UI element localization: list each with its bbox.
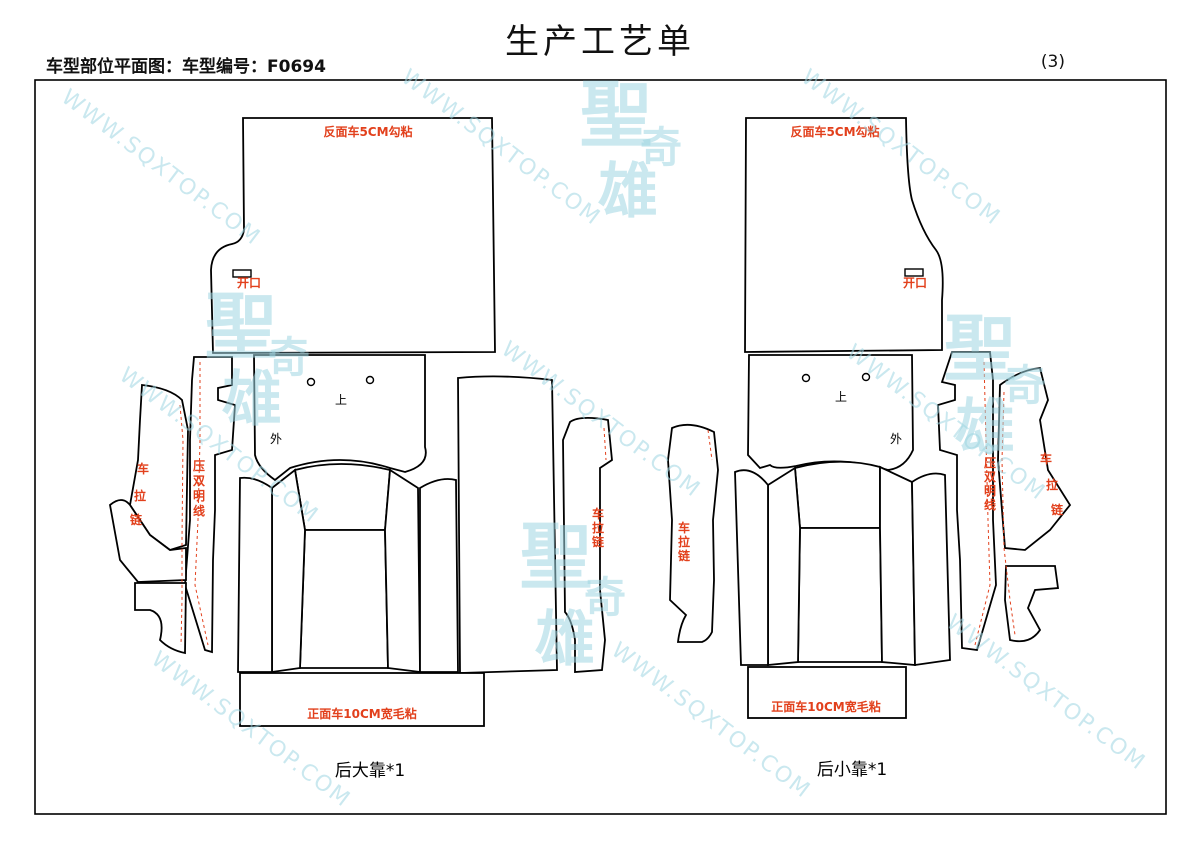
right-caption: 后小靠*1 <box>817 760 887 780</box>
left-seat-body <box>299 529 389 669</box>
watermark-char-qi-3: 奇 <box>584 573 626 622</box>
right-zip-char-3: 链 <box>1051 502 1064 517</box>
right-pattern-group: 反面车5CM勾粘 开口 上 外 压 双 明 线 车 拉 链 车 拉 链 正面车1… <box>667 117 1072 780</box>
right-lzip-char-1: 车 <box>678 520 690 535</box>
right-zipper-piece-bottom <box>1004 565 1060 643</box>
left-zip-char-3: 链 <box>130 512 143 527</box>
right-bottom-note: 正面车10CM宽毛粘 <box>771 699 880 714</box>
left-up-label: 上 <box>335 393 347 407</box>
right-seat-inner-left <box>767 466 801 666</box>
left-bottom-strip <box>239 672 485 727</box>
right-lzip-char-3: 链 <box>678 548 691 563</box>
right-hole-1 <box>801 373 811 383</box>
right-bottom-strip <box>747 666 907 719</box>
right-zipper-stitch <box>1001 391 1016 636</box>
left-zip-char-1: 车 <box>137 461 149 476</box>
page-number: (3) <box>1040 52 1065 72</box>
left-hole-1 <box>306 377 316 387</box>
watermark-url-9: WWW.SQXTOP.COM <box>941 610 1150 776</box>
left-zipper-piece-lower <box>109 499 187 583</box>
right-stitch-char-2: 双 <box>984 470 996 484</box>
right-seat-top <box>794 460 881 529</box>
left-stitch-char-1: 压 <box>193 459 205 473</box>
right-top-note: 反面车5CM勾粘 <box>790 124 879 139</box>
left-hole-2 <box>365 375 375 385</box>
left-zipper-stitch <box>179 404 184 646</box>
right-seat-outer-left <box>734 469 769 666</box>
watermark-char-qi-2: 奇 <box>268 333 310 382</box>
model-subtitle: 车型部位平面图：车型编号：F0694 <box>46 57 326 77</box>
right-zipper-piece <box>997 367 1072 551</box>
right-left-zipper-stitch <box>707 429 713 461</box>
left-rzip-char-3: 链 <box>592 534 605 549</box>
right-lzip-char-2: 拉 <box>678 534 690 549</box>
right-stitch-char-3: 明 <box>984 484 996 498</box>
watermark-char-xiong-2: 雄 <box>222 365 282 435</box>
left-outer-label: 外 <box>270 432 282 446</box>
left-opening-label: 开口 <box>237 276 261 290</box>
page-title: 生产工艺单 <box>505 22 695 62</box>
left-bottom-note: 正面车10CM宽毛粘 <box>307 706 416 721</box>
left-right-zipper-stitch <box>603 427 607 461</box>
left-stitch-char-4: 线 <box>193 503 205 518</box>
left-stitch-char-3: 明 <box>193 489 205 503</box>
right-opening-slot <box>904 268 924 277</box>
left-seat-outer-left <box>237 476 273 673</box>
left-top-note: 反面车5CM勾粘 <box>323 124 412 139</box>
right-stitch-char-1: 压 <box>984 456 996 470</box>
right-side-strip <box>937 351 997 651</box>
left-zip-char-2: 拉 <box>134 488 146 503</box>
right-seat-outer-right <box>911 472 951 667</box>
left-stitch-char-2: 双 <box>193 474 205 488</box>
watermark-char-sheng-1: 聖 <box>580 72 652 157</box>
left-caption: 后大靠*1 <box>335 761 405 781</box>
right-opening-label: 开口 <box>903 276 927 290</box>
watermark-char-qi-1: 奇 <box>640 123 682 172</box>
right-side-strip-stitch <box>974 361 991 646</box>
left-zipper-piece-bottom <box>134 582 187 655</box>
right-zip-char-1: 车 <box>1040 451 1052 466</box>
watermark-char-xiong-3: 雄 <box>535 605 595 675</box>
watermark-char-sheng-3: 聖 <box>520 514 592 599</box>
right-hole-2 <box>861 372 871 382</box>
watermark-char-xiong-1: 雄 <box>598 157 658 227</box>
left-opening-slot <box>232 269 252 278</box>
left-seat-inner-right <box>384 468 421 674</box>
right-left-zipper-piece <box>667 423 719 643</box>
right-stitch-char-4: 线 <box>984 497 996 512</box>
left-rzip-char-2: 拉 <box>592 520 604 535</box>
watermark-char-xiong-4: 雄 <box>955 393 1015 463</box>
left-rzip-char-1: 车 <box>592 506 604 521</box>
drawing-frame <box>34 79 1167 815</box>
right-seat-body <box>797 527 883 663</box>
left-side-strip <box>184 356 236 654</box>
left-long-panel <box>457 375 558 674</box>
left-center-panel <box>253 354 427 482</box>
left-right-zipper-piece <box>562 417 613 673</box>
watermark-char-sheng-2: 聖 <box>205 284 277 369</box>
left-top-panel <box>210 117 496 354</box>
right-outer-label: 外 <box>890 432 902 446</box>
left-side-strip-stitch <box>194 362 209 646</box>
right-top-panel <box>744 117 944 353</box>
left-pattern-group: 反面车5CM勾粘 开口 上 外 压 双 明 线 车 拉 链 车 拉 链 正面车1… <box>109 117 613 781</box>
right-seat-inner-right <box>879 465 916 666</box>
watermark-char-sheng-4: 聖 <box>944 306 1016 391</box>
left-seat-outer-right <box>419 478 459 673</box>
watermark-char-qi-4: 奇 <box>1004 361 1046 410</box>
watermark-url-1: WWW.SQXTOP.COM <box>56 85 265 251</box>
right-zip-char-2: 拉 <box>1046 477 1058 492</box>
right-up-label: 上 <box>835 390 847 404</box>
